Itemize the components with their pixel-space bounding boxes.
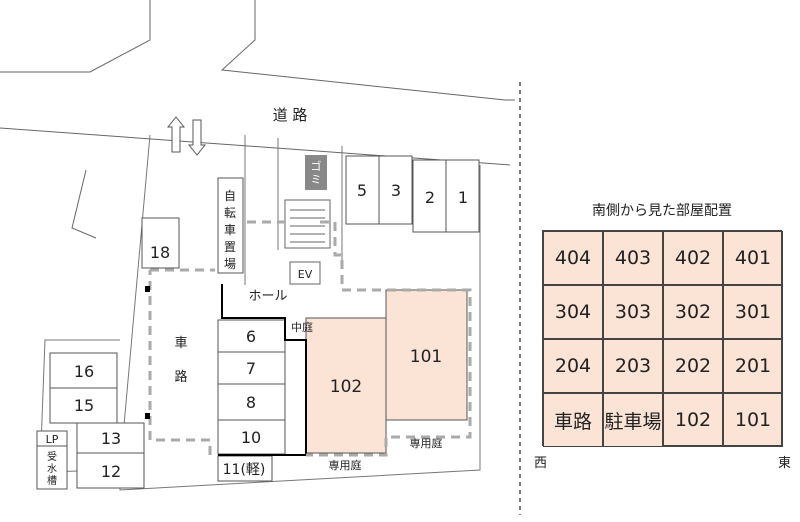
unit-101 xyxy=(385,289,468,421)
parking-space xyxy=(49,387,118,424)
arrow-down-icon xyxy=(187,119,207,156)
boundary-dashed xyxy=(148,220,472,457)
garbage-area xyxy=(305,155,327,190)
parking-space xyxy=(217,319,286,353)
parking-number: 18 xyxy=(150,243,170,262)
north-arrow-icon xyxy=(71,169,97,239)
parking-number: 2 xyxy=(425,188,435,207)
room-cell: 401 xyxy=(723,231,783,285)
room-cell: 402 xyxy=(663,231,723,285)
parking-space xyxy=(412,159,447,233)
lp-label: LP xyxy=(46,433,59,446)
parking-number: 3 xyxy=(391,181,401,200)
parking-space xyxy=(76,452,145,489)
parking-space xyxy=(217,351,286,385)
driveway-label: 車路 xyxy=(174,336,187,385)
room-cell: 201 xyxy=(723,339,783,393)
room-cell: 203 xyxy=(603,339,663,393)
room-cell: 車路 xyxy=(543,393,603,447)
room-cell: 駐車場 xyxy=(603,393,663,447)
stairs xyxy=(284,199,331,249)
elevator-label: EV xyxy=(298,268,313,281)
marker xyxy=(145,413,150,419)
unit-label: 102 xyxy=(330,377,362,397)
room-layout-grid: 404 403 402 401 304 303 302 301 204 203 … xyxy=(542,230,783,447)
parking-space xyxy=(141,217,180,269)
parking-number: 5 xyxy=(357,181,367,200)
garbage-label: ゴミ xyxy=(311,159,322,186)
west-label: 西 xyxy=(534,456,548,471)
parking-number: 10 xyxy=(241,428,261,447)
room-layout-title: 南側から見た部屋配置 xyxy=(592,203,732,219)
road-label: 道 路 xyxy=(273,106,308,124)
road-edge-right xyxy=(220,0,515,101)
parking-number: 11(軽) xyxy=(223,462,266,478)
parking-space xyxy=(345,155,380,225)
parking-number: 13 xyxy=(101,429,121,448)
parking-number: 1 xyxy=(458,188,468,207)
east-label: 東 xyxy=(778,456,792,471)
elevator xyxy=(289,261,321,285)
bicycle-parking xyxy=(217,177,244,274)
parking-space xyxy=(217,383,286,421)
parking-number: 12 xyxy=(101,462,121,481)
private-garden-label: 専用庭 xyxy=(329,458,362,472)
courtyard-label: 中庭 xyxy=(291,320,313,334)
parking-space xyxy=(445,159,480,233)
parking-number: 16 xyxy=(74,362,94,381)
room-cell: 102 xyxy=(663,393,723,447)
bicycle-parking-label: 自転車置場 xyxy=(224,189,236,271)
parking-space xyxy=(49,352,118,389)
parking-space xyxy=(378,155,413,225)
parking-space xyxy=(76,422,145,454)
road-edge-left xyxy=(0,0,151,73)
room-cell: 301 xyxy=(723,285,783,339)
hall-label: ホール xyxy=(248,289,287,304)
arrow-up-icon xyxy=(166,116,186,153)
room-cell: 302 xyxy=(663,285,723,339)
parking-number: 8 xyxy=(246,393,256,412)
room-cell: 204 xyxy=(543,339,603,393)
parking-number: 6 xyxy=(246,327,256,346)
room-cell: 404 xyxy=(543,231,603,285)
parking-number: 15 xyxy=(74,396,94,415)
marker xyxy=(145,286,150,292)
unit-label: 101 xyxy=(410,347,442,367)
lp-water-tank xyxy=(36,430,68,490)
room-cell: 403 xyxy=(603,231,663,285)
room-cell: 101 xyxy=(723,393,783,447)
road-edge-lower xyxy=(0,127,511,166)
private-garden-label: 専用庭 xyxy=(410,436,443,450)
room-cell: 202 xyxy=(663,339,723,393)
room-cell: 303 xyxy=(603,285,663,339)
room-cell: 304 xyxy=(543,285,603,339)
water-tank-label: 受水槽 xyxy=(47,451,57,487)
parking-number: 7 xyxy=(246,359,256,378)
